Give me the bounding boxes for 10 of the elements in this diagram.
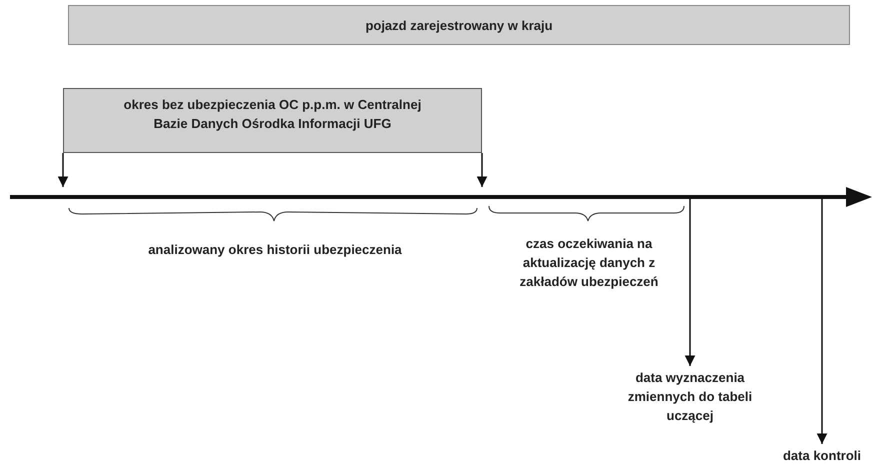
period-label: analizowany okres historii ubezpieczenia [147,241,403,259]
arrow [58,153,68,187]
arrow [816,199,828,444]
banner: pojazd zarejestrowany w kraju [68,5,850,45]
arrow [476,153,488,187]
period-box: okres bez ubezpieczenia OC p.p.m. w Centralnej Bazie Danych Ośrodka Informacji UFG [63,88,482,153]
annotation-text: data kontroli [760,446,875,468]
annotation-text: data wyznaczenia zmiennych do tabeli uczącej [610,368,770,434]
arrow [684,199,696,366]
period-label: czas oczekiwania na aktualizację danych z zakładów ubezpieczeń [518,235,660,291]
